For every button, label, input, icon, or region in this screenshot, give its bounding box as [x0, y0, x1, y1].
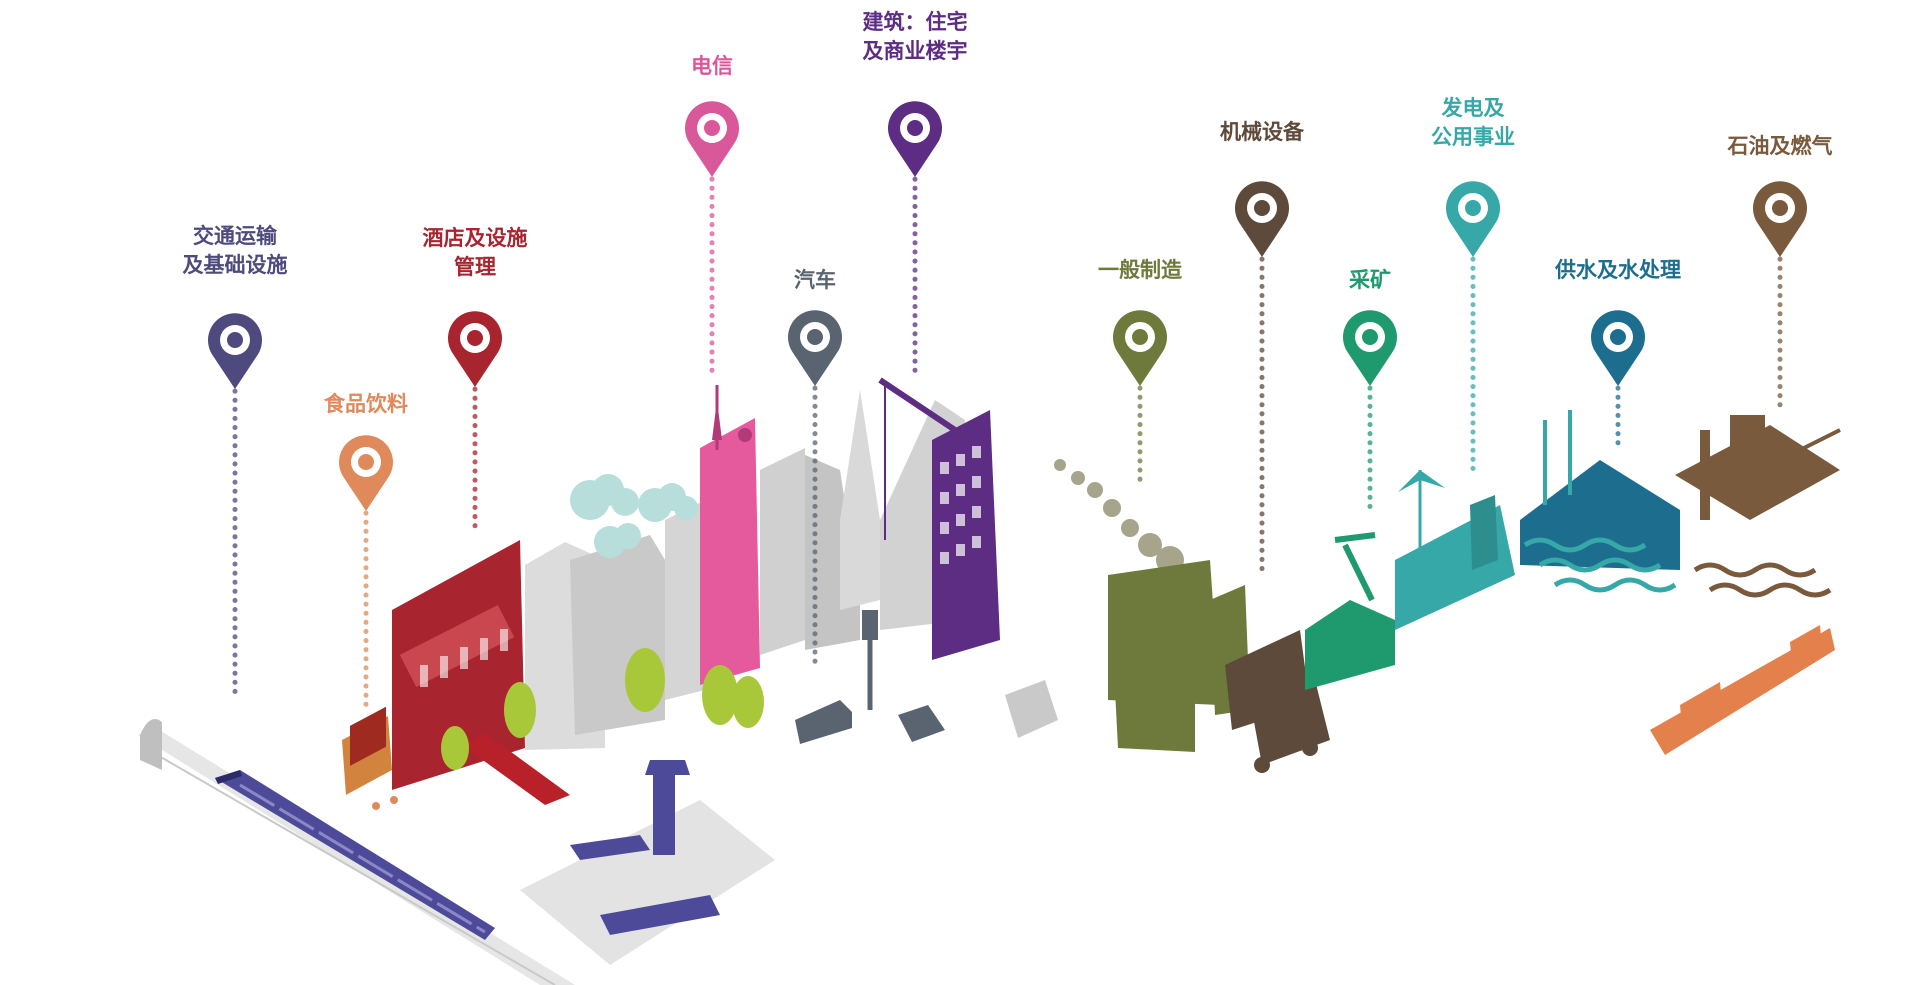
sector-label-line: 供水及水处理 — [1555, 258, 1681, 282]
cars — [795, 610, 1058, 744]
clouds — [570, 474, 698, 558]
sector-label-auto: 汽车 — [794, 266, 836, 295]
pin-icon-manufacturing — [1113, 310, 1167, 386]
pin-icon-telecom — [685, 101, 739, 177]
power-plant — [1395, 470, 1515, 630]
pin-icon-machinery — [1234, 181, 1290, 257]
oil-platform — [1675, 415, 1841, 598]
pin-icon-hotel — [448, 311, 503, 387]
sector-label-telecom: 电信 — [691, 52, 733, 81]
pin-icon-oil — [1752, 181, 1807, 257]
sector-label-manufacturing: 一般制造 — [1098, 256, 1182, 285]
train — [215, 770, 495, 940]
telecom-tower — [700, 385, 760, 685]
sector-label-hotel: 酒店及设施管理 — [423, 224, 528, 282]
tunnel — [140, 718, 162, 770]
sector-label-line: 一般制造 — [1098, 258, 1182, 282]
sector-label-line: 及基础设施 — [182, 253, 288, 277]
sector-label-oil: 石油及燃气 — [1728, 132, 1833, 161]
mining-rig — [1305, 532, 1395, 690]
sector-label-machinery: 机械设备 — [1220, 118, 1304, 147]
pin-icon-food — [339, 435, 393, 511]
sector-label-line: 酒店及设施 — [422, 226, 528, 250]
trees — [441, 648, 764, 770]
pin-icon-transport — [208, 313, 262, 389]
sector-label-line: 食品饮料 — [324, 392, 408, 416]
construction-building — [878, 377, 1000, 660]
sector-label-line: 交通运输 — [193, 224, 277, 248]
sector-label-line: 管理 — [454, 255, 496, 279]
sector-label-mining: 采矿 — [1349, 266, 1391, 295]
sector-label-food: 食品饮料 — [324, 390, 408, 419]
pin-icon-water — [1591, 310, 1645, 386]
sector-label-line: 及商业楼宇 — [862, 39, 968, 63]
sector-label-line: 采矿 — [1349, 268, 1391, 292]
food-stall — [342, 706, 398, 810]
airport — [520, 760, 775, 965]
sector-label-line: 建筑：住宅 — [862, 10, 968, 34]
pin-icon-auto — [788, 310, 842, 386]
sector-label-power: 发电及公用事业 — [1431, 94, 1515, 152]
pin-icon-mining — [1343, 310, 1397, 386]
sector-label-construction: 建筑：住宅及商业楼宇 — [863, 8, 968, 66]
cargo-ship — [1650, 625, 1835, 755]
water-plant — [1520, 410, 1680, 593]
pin-icon-power — [1446, 181, 1501, 257]
sector-label-line: 石油及燃气 — [1727, 134, 1833, 158]
sector-label-transport: 交通运输及基础设施 — [183, 222, 288, 280]
machinery — [1225, 630, 1330, 773]
sector-label-water: 供水及水处理 — [1555, 256, 1681, 285]
sector-label-line: 发电及 — [1441, 96, 1505, 120]
sector-label-line: 公用事业 — [1431, 125, 1515, 149]
hotel-building — [392, 540, 570, 805]
sector-label-line: 电信 — [691, 54, 733, 78]
sector-label-line: 机械设备 — [1220, 120, 1304, 144]
pin-icon-construction — [887, 101, 943, 177]
sector-label-line: 汽车 — [794, 268, 836, 292]
